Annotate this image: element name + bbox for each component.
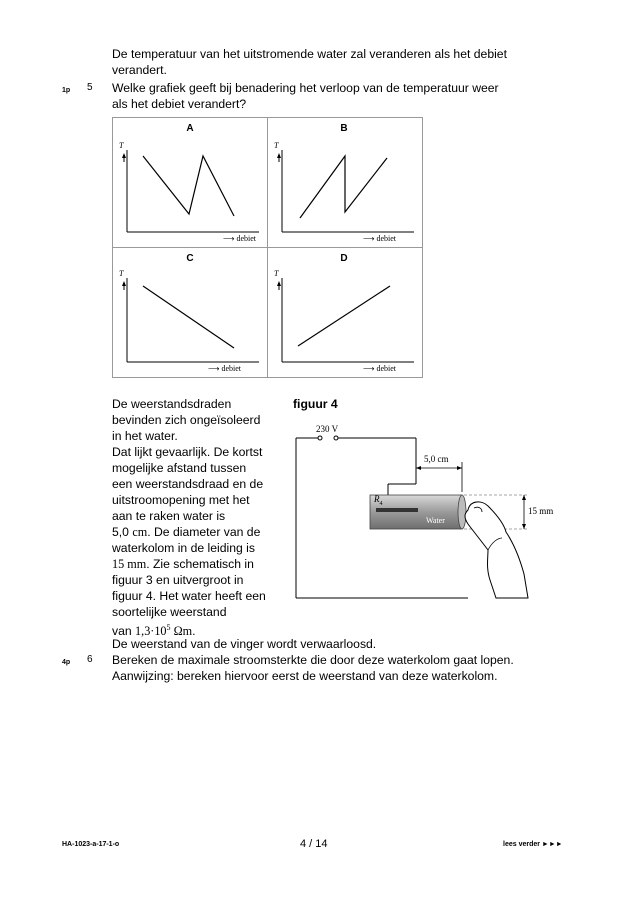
q6-number: 6	[87, 654, 93, 665]
graph-B-y-label: T	[274, 141, 279, 150]
diameter-label: 15 mm	[528, 506, 554, 516]
finger	[464, 501, 529, 599]
finger-note: De weerstand van de vinger wordt verwaar…	[112, 637, 377, 651]
graph-B-x-label: ⟶ debiet	[363, 234, 397, 243]
q5-line-1: Welke grafiek geeft bij benadering het v…	[112, 81, 499, 95]
intro-line-1: De temperatuur van het uitstromende wate…	[112, 47, 507, 61]
body-line-fig3: figuur 3 en uitvergroot in	[112, 573, 244, 587]
graph-D-y-label: T	[274, 269, 279, 278]
graph-B: B T ⟶ debiet	[268, 118, 422, 247]
graph-A-curve	[142, 154, 235, 217]
graph-C-curve	[142, 285, 235, 349]
graph-grid: A T ⟶ debiet B T ⟶ debiet C T ⟶ debiet	[112, 117, 423, 378]
q6-line-2: Aanwijzing: bereken hiervoor eerst de we…	[112, 669, 498, 683]
graph-D-curve	[297, 285, 391, 347]
footer-page: 4 / 14	[300, 838, 328, 850]
graph-C: C T ⟶ debiet	[113, 248, 267, 377]
graph-C-x-label: ⟶ debiet	[208, 364, 242, 373]
grid-divider-horizontal	[113, 247, 422, 248]
intro-line-2: verandert.	[112, 63, 167, 77]
water-label: Water	[426, 516, 445, 525]
body-line-5: mogelijke afstand tussen	[112, 461, 247, 475]
body-line-soortelijke: soortelijke weerstand	[112, 605, 227, 619]
body-line-8: aan te raken water is	[112, 509, 226, 523]
resistor-label: R4	[374, 494, 383, 507]
body-line-3: in het water.	[112, 429, 178, 443]
body-line-2: bevinden zich ongeïsoleerd	[112, 413, 261, 427]
q5-number: 5	[87, 82, 93, 93]
graph-B-letter: B	[340, 123, 348, 134]
graph-A-y-label: T	[119, 141, 124, 150]
voltage-label: 230 V	[316, 424, 339, 434]
graph-B-curve	[299, 154, 388, 219]
body-line-4: Dat lijkt gevaarlijk. De kortst	[112, 445, 263, 459]
q6-line-1: Bereken de maximale stroomsterkte die do…	[112, 653, 514, 667]
body-line-1: De weerstandsdraden	[112, 397, 232, 411]
q6-points: 4p	[62, 659, 71, 666]
graph-C-y-label: T	[119, 269, 124, 278]
body-line-distance: 5,0 cm. De diameter van de	[112, 525, 261, 539]
figure4: 230 V 5,0 cm 15 mm R4 Water	[292, 392, 562, 602]
body-line-waterkolom: waterkolom in de leiding is	[112, 541, 255, 555]
footer-code: HA-1023-a-17-1-o	[62, 841, 120, 848]
body-line-fig4: figuur 4. Het water heeft een	[112, 589, 266, 603]
body-line-7: uitstroomopening met het	[112, 493, 250, 507]
graph-D-x-label: ⟶ debiet	[363, 364, 397, 373]
graph-C-letter: C	[186, 253, 194, 264]
footer-next: lees verder ►►►	[503, 841, 563, 848]
graph-D: D T ⟶ debiet	[268, 248, 422, 377]
body-line-diameter: 15 mm. Zie schematisch in	[112, 557, 254, 571]
graph-A: A T ⟶ debiet	[113, 118, 267, 247]
graph-A-x-label: ⟶ debiet	[223, 234, 257, 243]
q5-line-2: als het debiet verandert?	[112, 97, 247, 111]
graph-D-letter: D	[340, 253, 348, 264]
distance-label: 5,0 cm	[424, 454, 449, 464]
graph-A-letter: A	[186, 123, 194, 134]
body-line-6: een weerstandsdraad en de	[112, 477, 264, 491]
figure4-title: figuur 4	[293, 397, 338, 411]
q5-points: 1p	[62, 87, 71, 94]
resistance-wire	[376, 508, 418, 512]
body-line-resistivity: van 1,3·105 Ωm.	[112, 623, 196, 639]
